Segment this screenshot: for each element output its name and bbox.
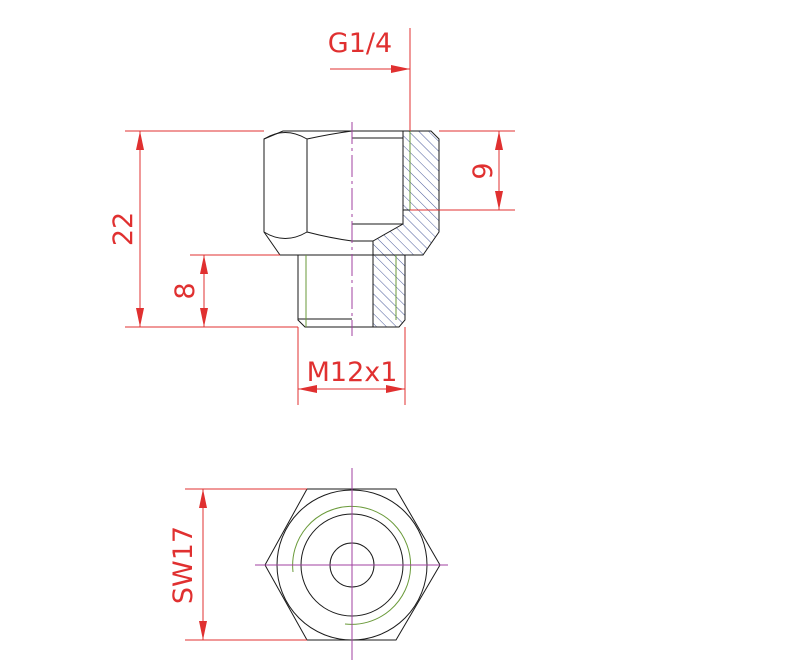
- dimension-22: 22: [108, 130, 298, 328]
- dim-spigot-thread: M12x1: [307, 357, 398, 388]
- hex-flat-line: [263, 130, 353, 242]
- dimension-g14: G1/4: [328, 28, 411, 131]
- dimension-sw17: SW17: [168, 488, 307, 641]
- dim-thread-top: G1/4: [328, 28, 392, 59]
- section-hatch: [373, 131, 439, 327]
- dimension-m12x1: M12x1: [297, 327, 406, 405]
- dimension-8: 8: [170, 254, 280, 327]
- thread-arc: [292, 505, 412, 625]
- dim-thread-depth: 9: [468, 162, 499, 179]
- side-view: [263, 122, 440, 336]
- dim-overall-height: 22: [108, 212, 139, 246]
- end-view: [255, 468, 448, 660]
- dimension-9: 9: [410, 130, 515, 211]
- dim-spigot-length: 8: [170, 282, 201, 299]
- dim-wrench-size: SW17: [168, 526, 199, 604]
- bore-outline: [352, 131, 439, 327]
